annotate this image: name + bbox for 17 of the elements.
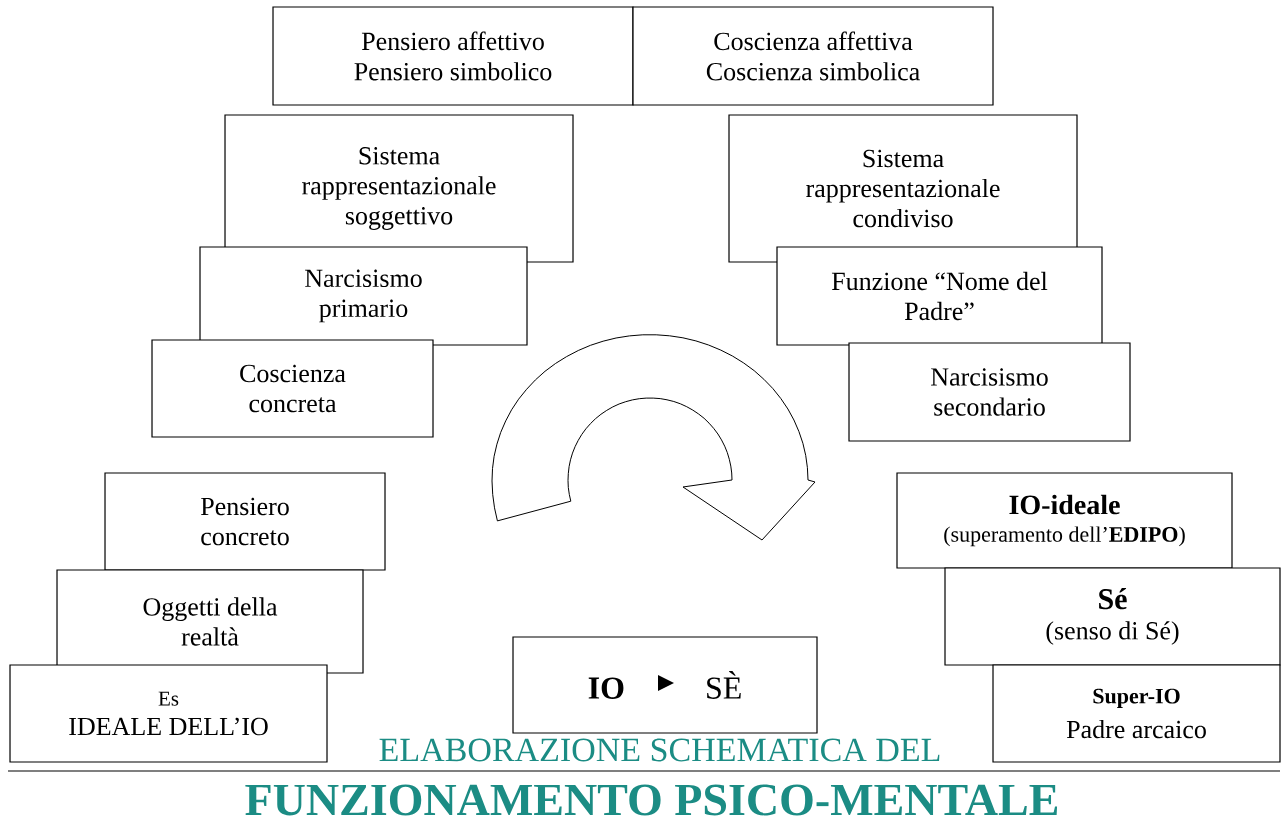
text-box: Coscienza concreta <box>151 339 434 438</box>
text-box: Coscienza affettiva Coscienza simbolica <box>632 6 994 106</box>
title: ELABORAZIONE SCHEMATICA DEL <box>379 738 940 762</box>
text-box: Narcisismo secondario <box>848 342 1131 442</box>
text-box: Sistema rappresentazionale condiviso <box>728 114 1078 263</box>
subtitle: FUNZIONAMENTO PSICO-MENTALE <box>245 784 1058 816</box>
text-box: Pensiero concreto <box>104 472 386 571</box>
text-box: IO SÈ <box>512 636 818 734</box>
text-box: Pensiero affettivo Pensiero simbolico <box>272 6 634 106</box>
text-box: Sistema rappresentazionale soggettivo <box>224 114 574 263</box>
text-box: Super-IO Padre arcaico <box>992 664 1281 763</box>
text-box: Narcisismo primario <box>199 246 528 346</box>
text-box: Sé (senso di Sé) <box>944 567 1281 666</box>
text-box: Oggetti della realtà <box>56 569 364 674</box>
text-box: Funzione “Nome del Padre” <box>776 246 1103 346</box>
text-box: Es IDEALE DELL’IO <box>9 664 328 763</box>
text-box: IO-ideale (superamento dell’EDIPO) <box>896 472 1233 569</box>
